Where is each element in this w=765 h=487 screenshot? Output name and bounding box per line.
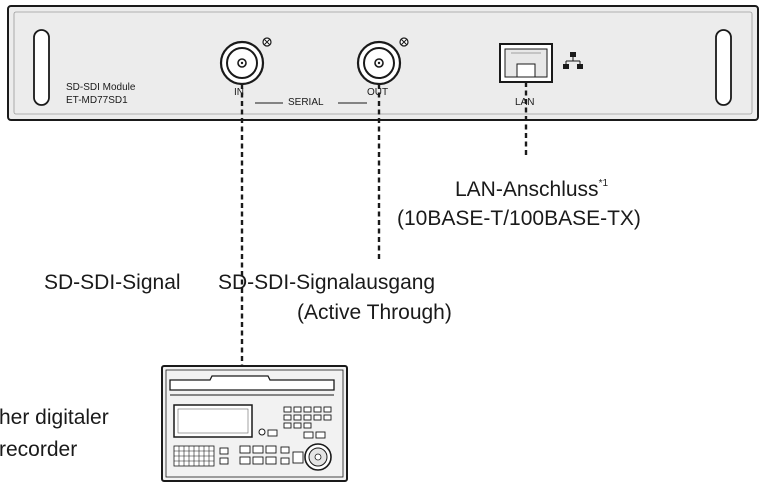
network-icon <box>563 52 583 69</box>
serial-label: SERIAL <box>288 97 324 108</box>
module-name: SD-SDI Module <box>66 82 136 93</box>
lan-standard-label: (10BASE-T/100BASE-TX) <box>397 207 641 230</box>
lan-connection-label: LAN-Anschluss*1 <box>455 178 609 201</box>
recorder-label-line1: her digitaler <box>0 406 109 429</box>
recorder-label-line2: recorder <box>0 438 78 461</box>
active-through-label: (Active Through) <box>297 301 452 324</box>
lan-footnote-mark: *1 <box>598 178 609 189</box>
left-handle-slot-icon <box>33 29 50 106</box>
module-model: ET-MD77SD1 <box>66 95 128 106</box>
port-lan-label: LAN <box>515 97 535 108</box>
port-out-label: OUT <box>367 87 389 98</box>
port-in-label: IN <box>234 87 244 98</box>
sdi-in-label: SD-SDI-Signal <box>44 271 181 294</box>
bnc-in-connector-icon[interactable] <box>219 37 272 86</box>
right-handle-slot-icon <box>715 29 732 106</box>
video-recorder-icon <box>161 365 348 482</box>
lan-port-icon[interactable] <box>499 43 553 83</box>
sdi-out-label: SD-SDI-Signalausgang <box>218 271 436 294</box>
